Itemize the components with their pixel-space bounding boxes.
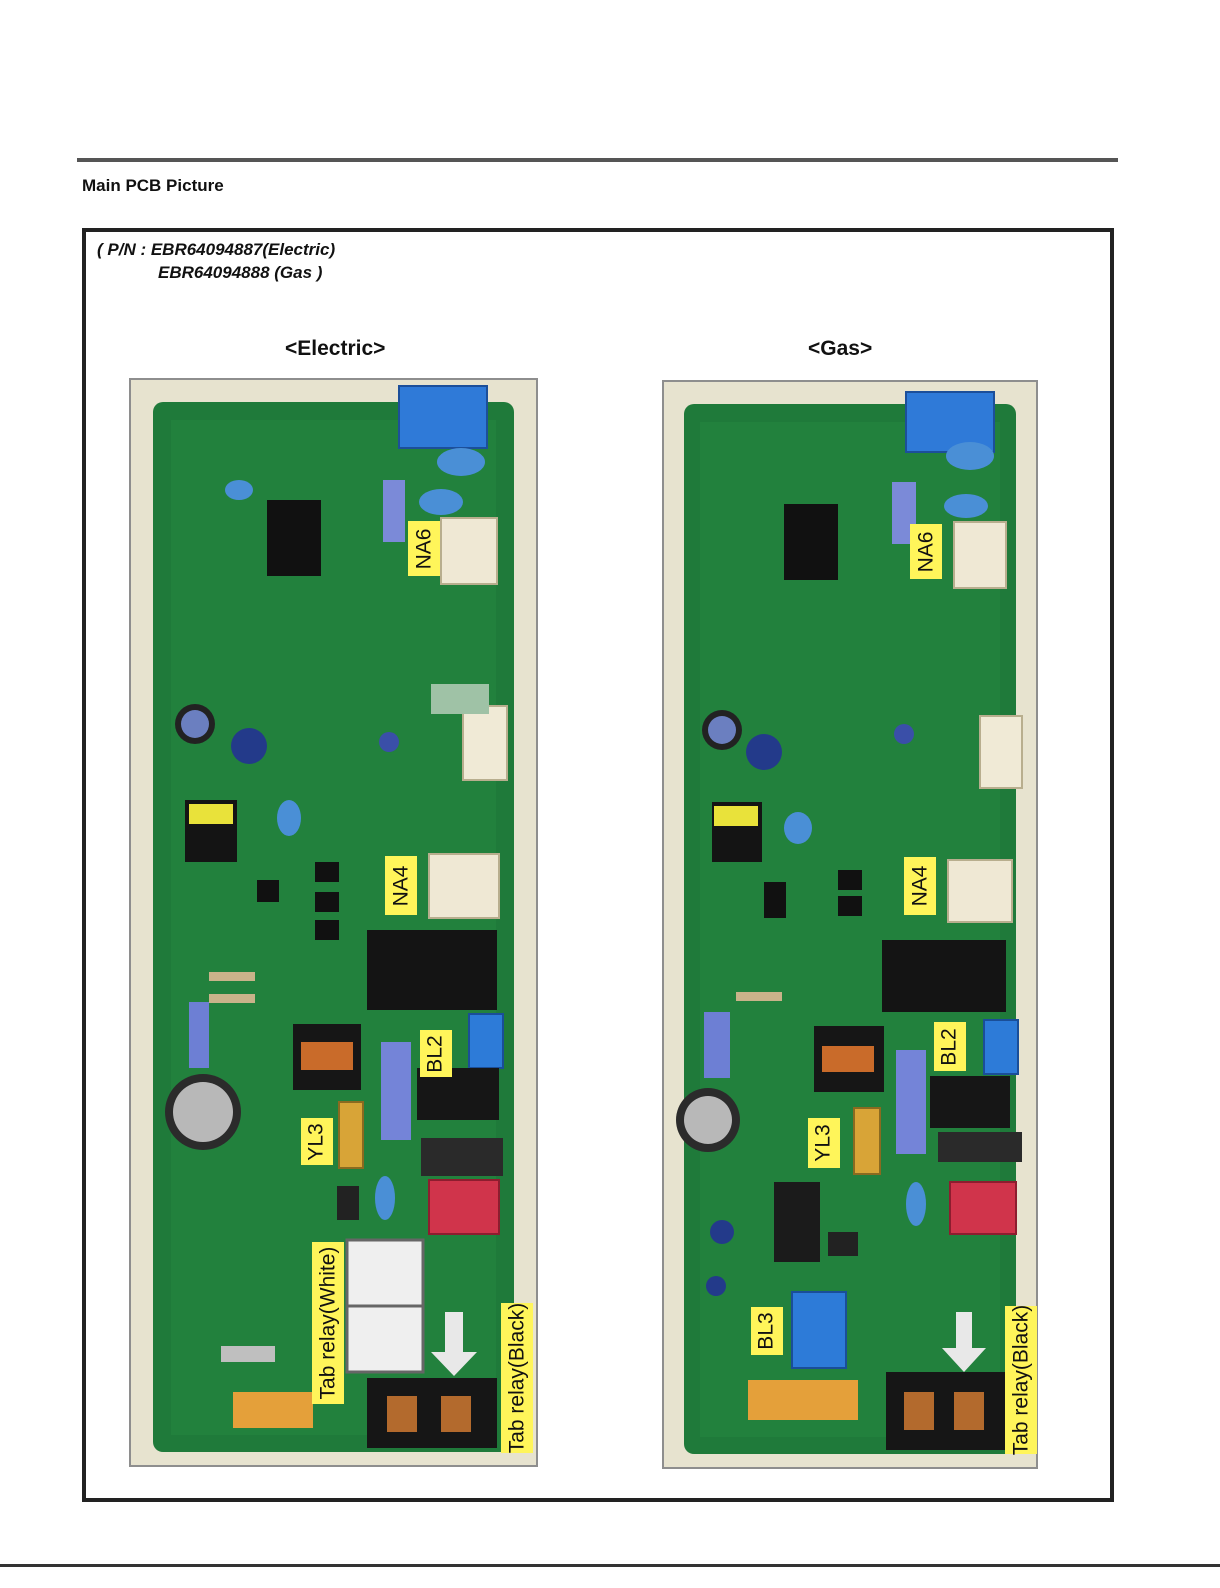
gas-label-na6: NA6 [910,524,942,579]
electric-label-bl2: BL2 [420,1030,452,1077]
gas-label-yl3: YL3 [808,1118,840,1168]
electric-board-title: <Electric> [285,337,385,361]
gas-label-tab-relay-black: Tab relay(Black) [1005,1306,1037,1454]
gas-board-title: <Gas> [808,337,872,361]
electric-label-na4: NA4 [385,856,417,915]
gas-pcb-photo [662,380,1038,1469]
gas-label-na4: NA4 [904,857,936,915]
top-rule [77,158,1118,162]
bottom-rule [0,1564,1220,1567]
gas-label-bl2: BL2 [934,1022,966,1071]
part-number-electric: ( P/N : EBR64094887(Electric) [97,240,335,260]
electric-label-yl3: YL3 [301,1118,333,1165]
gas-label-bl3: BL3 [751,1307,783,1355]
part-number-gas: EBR64094888 (Gas ) [158,263,322,283]
section-title: Main PCB Picture [82,176,224,196]
electric-label-tab-relay-black: Tab relay(Black) [501,1303,533,1453]
electric-label-tab-relay-white: Tab relay(White) [312,1242,344,1404]
electric-label-na6: NA6 [408,521,440,576]
